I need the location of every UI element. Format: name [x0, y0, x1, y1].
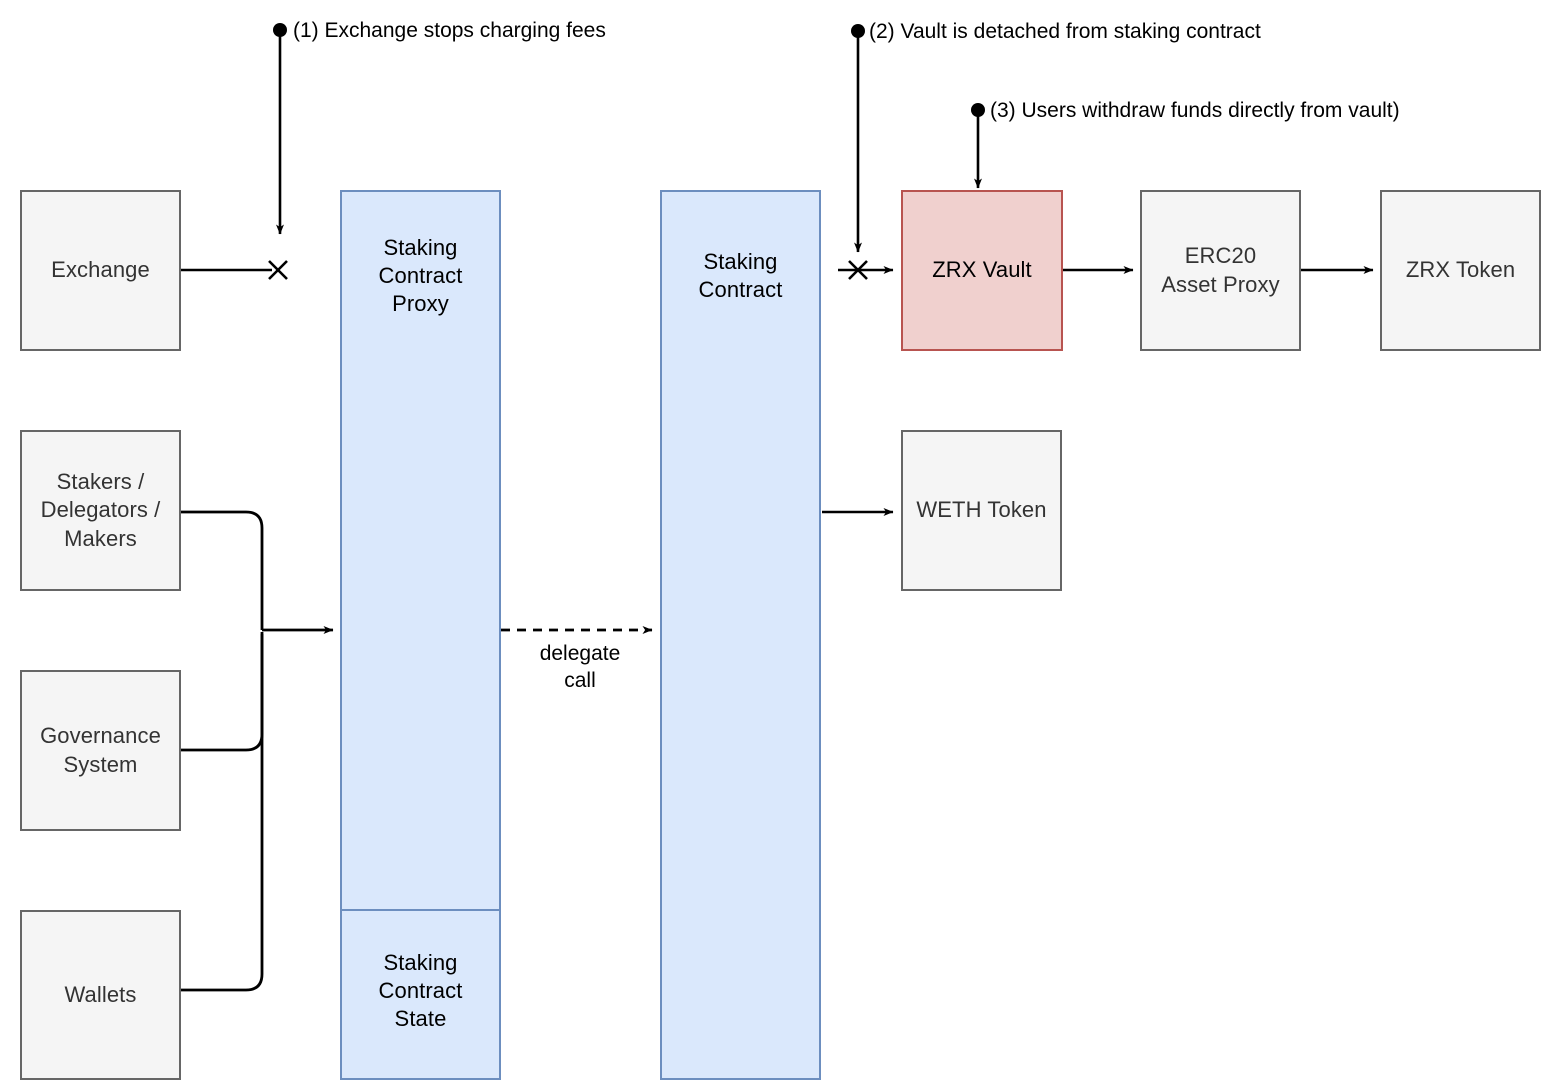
edge-contract-to-vault [838, 260, 894, 280]
annotation-3-leader [971, 103, 985, 189]
edge-users-to-proxy [181, 510, 334, 992]
annotation-2-leader [851, 24, 865, 253]
edge-exchange-to-proxy [181, 260, 288, 280]
node-staking-contract-state[interactable]: Staking Contract State [340, 911, 501, 1080]
node-wallets[interactable]: Wallets [20, 910, 181, 1080]
node-staking-contract-proxy[interactable]: Staking Contract Proxy [340, 190, 501, 911]
annotation-1-leader [273, 23, 287, 235]
annotation-1-label: (1) Exchange stops charging fees [293, 19, 606, 42]
node-exchange[interactable]: Exchange [20, 190, 181, 351]
node-zrx-token[interactable]: ZRX Token [1380, 190, 1541, 351]
node-staking-contract[interactable]: Staking Contract [660, 190, 821, 1080]
node-weth-token[interactable]: WETH Token [901, 430, 1062, 591]
annotation-3-label: (3) Users withdraw funds directly from v… [990, 99, 1400, 122]
node-erc20-asset-proxy[interactable]: ERC20 Asset Proxy [1140, 190, 1301, 351]
edge-label-delegate-call: delegate call [539, 642, 621, 692]
annotation-2-label: (2) Vault is detached from staking contr… [869, 20, 1261, 43]
node-stakers-delegators-makers[interactable]: Stakers / Delegators / Makers [20, 430, 181, 591]
node-zrx-vault[interactable]: ZRX Vault [901, 190, 1063, 351]
node-governance-system[interactable]: Governance System [20, 670, 181, 831]
